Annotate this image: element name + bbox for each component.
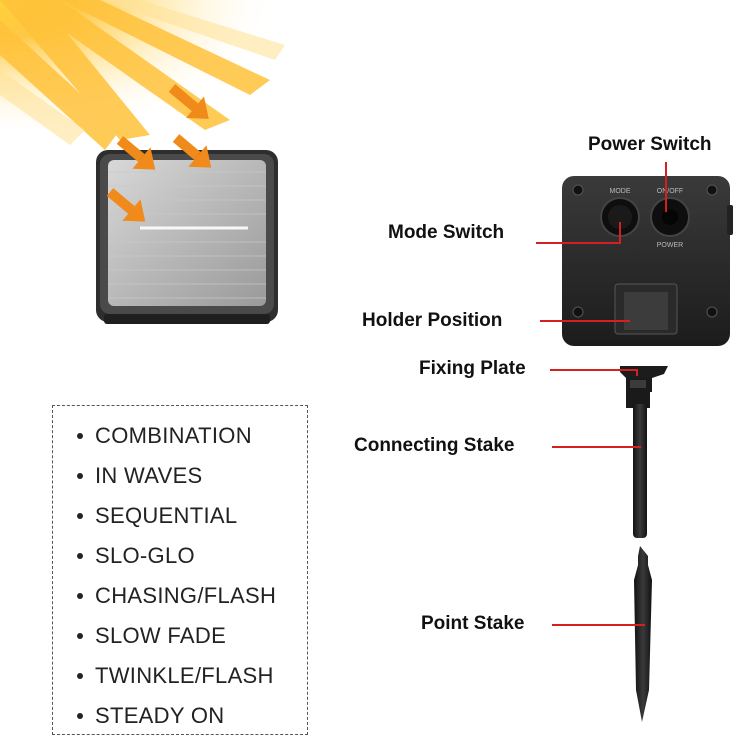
callout-holder-position: Holder Position [362, 310, 503, 331]
sun-rays [0, 0, 300, 150]
callout-power-switch: Power Switch [588, 134, 712, 155]
callout-connecting-stake: Connecting Stake [354, 435, 515, 456]
lighting-modes-box: COMBINATION IN WAVES SEQUENTIAL SLO-GLO … [52, 405, 308, 735]
callout-mode-switch: Mode Switch [388, 222, 505, 243]
mode-item-slow-fade: SLOW FADE [75, 616, 307, 656]
box-label-power: POWER [657, 242, 683, 249]
callout-lines [536, 162, 667, 626]
mode-item-steady-on: STEADY ON [75, 696, 307, 736]
control-box: MODE ON/OFF POWER [562, 176, 733, 346]
callout-fixing-plate: Fixing Plate [419, 358, 526, 379]
mode-item-slo-glo: SLO-GLO [75, 536, 307, 576]
stake-assembly [620, 366, 668, 722]
solar-panel [96, 150, 278, 324]
box-label-mode: MODE [610, 188, 631, 195]
mode-item-in-waves: IN WAVES [75, 456, 307, 496]
mode-item-chasing-flash: CHASING/FLASH [75, 576, 307, 616]
mode-item-twinkle-flash: TWINKLE/FLASH [75, 656, 307, 696]
lighting-modes-list: COMBINATION IN WAVES SEQUENTIAL SLO-GLO … [53, 406, 307, 736]
box-label-on-off: ON/OFF [657, 188, 683, 195]
callout-point-stake: Point Stake [421, 613, 525, 634]
sunlight-arrows [106, 84, 212, 222]
mode-item-combination: COMBINATION [75, 416, 307, 456]
mode-item-sequential: SEQUENTIAL [75, 496, 307, 536]
